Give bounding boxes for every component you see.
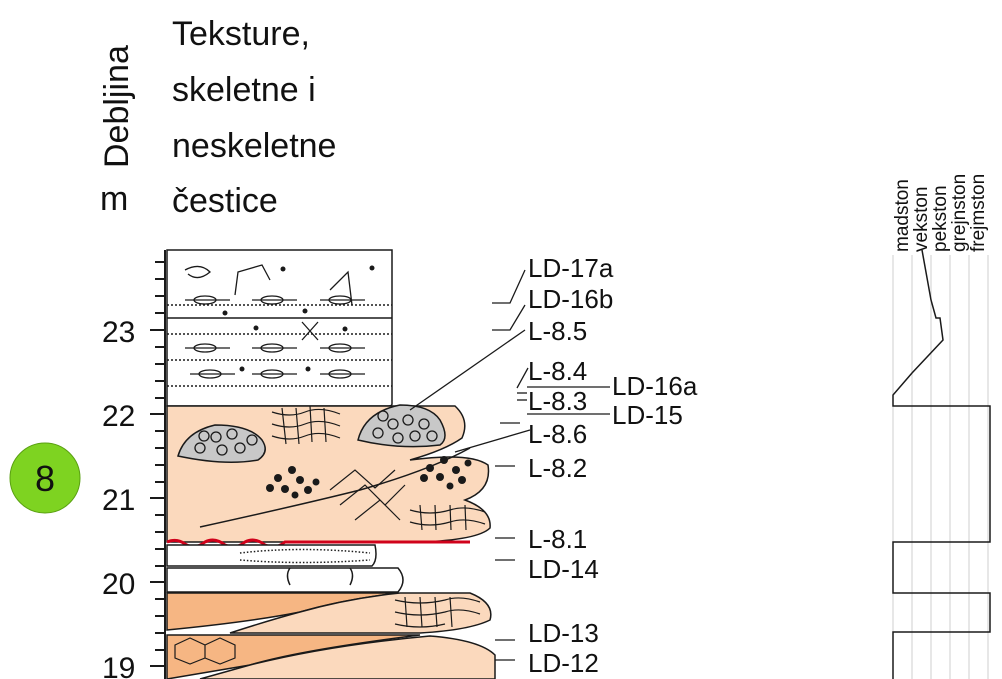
texture-class-label: vekston [911, 187, 932, 252]
depth-scale [150, 250, 165, 679]
unit-badge: 8 [10, 443, 80, 513]
texture-class-label: grejnston [949, 174, 970, 252]
sample-label: LD-16b [528, 284, 613, 314]
depth-tick-label: 19 [102, 652, 135, 679]
depth-tick-label: 20 [102, 568, 135, 601]
depth-tick-label: 22 [102, 400, 135, 433]
depth-tick-label: 21 [102, 484, 135, 517]
depth-tick-label: 23 [102, 316, 135, 349]
sample-label: LD-17a [528, 253, 614, 283]
sample-label: L-8.1 [528, 524, 587, 554]
sample-labels: LD-17a LD-16b L-8.5 L-8.4 L-8.3 LD-16a L… [528, 253, 698, 678]
sample-label: L-8.4 [528, 356, 587, 386]
thickness-header: Debljina [98, 45, 136, 168]
texture-class-headers: madston vekston pekston grejnston frejms… [892, 174, 989, 252]
texture-class-label: pekston [930, 185, 951, 252]
sample-label: L-8.5 [528, 316, 587, 346]
texture-header-line: neskeletne [172, 127, 336, 165]
bed-middle-mudstone [167, 545, 376, 566]
sample-label: LD-14 [528, 554, 599, 584]
lithology-column [167, 250, 495, 679]
texture-curve [893, 250, 990, 679]
texture-header-line: skeletne i [172, 71, 316, 109]
texture-header-line: čestice [172, 182, 278, 220]
sample-label: L-8.6 [528, 419, 587, 449]
bed-white-lower [167, 568, 403, 592]
sample-label: LD-15 [612, 400, 683, 430]
unit-badge-number: 8 [35, 458, 55, 499]
unit-header: m [100, 180, 128, 218]
sample-label: L-8.3 [528, 386, 587, 416]
sample-label: L-8.2 [528, 453, 587, 483]
texture-header-line: Teksture, [172, 15, 310, 53]
texture-class-label: madston [892, 179, 913, 252]
sample-label: LD-16a [612, 371, 698, 401]
bed-upper-mudstone [167, 250, 392, 406]
sample-label: LD-12 [528, 648, 599, 678]
texture-header: Teksture, skeletne i neskeletne čestice [172, 15, 336, 220]
texture-class-label: frejmston [968, 174, 989, 252]
sample-label: LD-13 [528, 618, 599, 648]
